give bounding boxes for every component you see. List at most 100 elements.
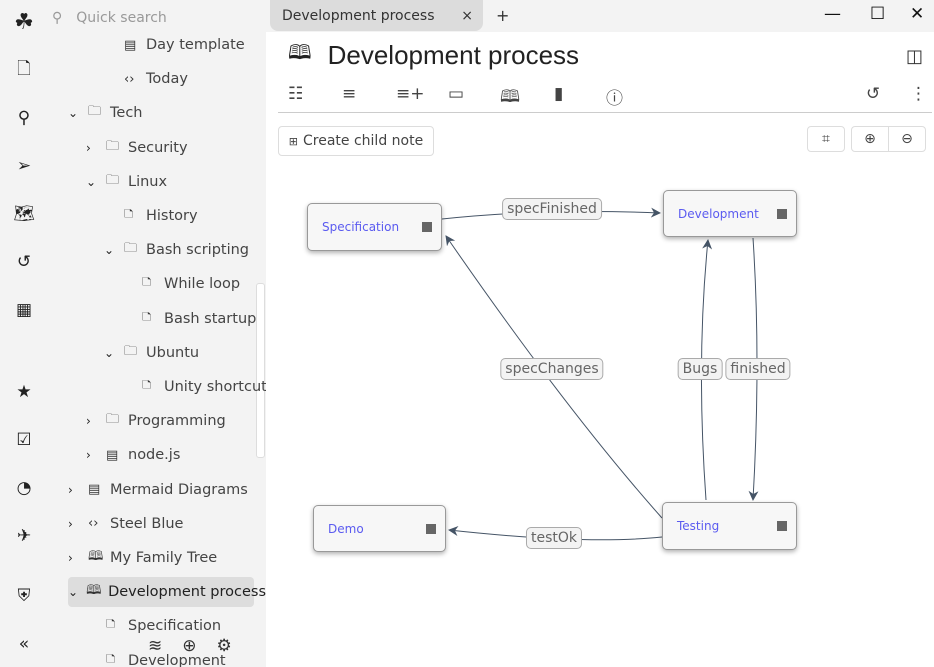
note-icon: 🗅: [106, 617, 116, 633]
map-icon: 🕮: [86, 583, 102, 599]
code-icon: ‹›: [88, 516, 99, 532]
tree-item[interactable]: 🗅Development: [86, 646, 226, 667]
chevron-right-icon[interactable]: ›: [86, 140, 91, 155]
relation-label[interactable]: specChanges: [500, 358, 604, 380]
map-icon[interactable]: 🗺: [13, 204, 35, 224]
chevron-right-icon[interactable]: ›: [86, 448, 91, 463]
dashboard-icon[interactable]: ◔: [16, 478, 32, 498]
tree-item[interactable]: 🗅History: [104, 201, 198, 231]
map-node-demo[interactable]: Demo: [313, 505, 446, 552]
tab-title: Development process: [282, 7, 435, 24]
chevron-right-icon[interactable]: ›: [68, 551, 73, 565]
note-title[interactable]: Development process: [327, 39, 580, 70]
tree-item[interactable]: ›🕮My Family Tree: [68, 543, 217, 573]
search-icon[interactable]: ⚲: [17, 108, 31, 128]
locate-icon[interactable]: ⊕: [182, 636, 197, 656]
add-icon: ⊞: [288, 134, 298, 148]
map-icon: 🕮: [288, 42, 312, 64]
relation-label[interactable]: Bugs: [677, 358, 723, 380]
chevron-right-icon[interactable]: ›: [68, 482, 73, 497]
tree-item[interactable]: ⌄🕮Development process: [68, 577, 266, 608]
tree-item[interactable]: ⌄🗀Bash scripting: [104, 235, 249, 265]
tree-item[interactable]: ⌄🗀Tech: [68, 98, 142, 128]
info-icon[interactable]: ⓘ: [606, 89, 623, 109]
tree-item[interactable]: 🗅Specification: [86, 611, 221, 641]
properties-icon[interactable]: ☷: [288, 84, 304, 104]
note-stack-icon[interactable]: ▭: [448, 84, 465, 104]
map-node-test[interactable]: Testing: [662, 502, 797, 550]
tab-development-process[interactable]: Development process ×: [270, 0, 483, 31]
folder-icon: 🗀: [106, 172, 120, 188]
tree-item[interactable]: 🗅Unity shortcuts: [122, 372, 266, 402]
new-tab-button[interactable]: +: [496, 6, 510, 25]
calendar-star-icon[interactable]: ★: [16, 382, 32, 402]
logo-icon[interactable]: ☘: [14, 9, 34, 35]
tree-item[interactable]: ⌄🗀Ubuntu: [104, 338, 199, 368]
relation-label[interactable]: finished: [725, 358, 791, 380]
calendar-icon[interactable]: ▦: [15, 300, 33, 320]
node-title: Development: [678, 206, 759, 221]
relation-label[interactable]: testOk: [525, 527, 583, 549]
new-note-icon[interactable]: 🗋: [17, 58, 31, 79]
chevron-right-icon[interactable]: ›: [86, 414, 91, 429]
send-icon[interactable]: ➢: [16, 156, 32, 176]
tab-bar: Development process × + — ☐ ✕: [266, 0, 934, 32]
crop-icon: ⌗: [822, 131, 830, 147]
connect-handle[interactable]: [777, 208, 787, 219]
chevron-right-icon[interactable]: ›: [68, 516, 73, 531]
code-icon: ‹›: [124, 71, 135, 87]
tree-item[interactable]: ›🗀Programming: [86, 406, 226, 436]
tree-item[interactable]: ‹› Today: [104, 64, 188, 94]
quick-search[interactable]: ⚲ Quick search: [52, 10, 167, 26]
tree-item[interactable]: 🗅Bash startup: [122, 304, 256, 334]
chevron-down-icon[interactable]: ⌄: [104, 345, 115, 360]
reset-pan-zoom-button[interactable]: ⌗: [807, 126, 845, 152]
collapse-icon[interactable]: «: [18, 634, 30, 654]
tree-item[interactable]: ›▤node.js: [86, 440, 180, 470]
tree-item[interactable]: 🗅While loop: [122, 269, 240, 299]
tree-item[interactable]: ›▤Mermaid Diagrams: [68, 475, 248, 505]
maximize-button[interactable]: ☐: [870, 4, 886, 24]
minimize-button[interactable]: —: [824, 4, 841, 24]
toggle-right-pane-icon[interactable]: ◫: [906, 46, 924, 67]
add-list-icon[interactable]: ≡+: [396, 84, 425, 104]
tree-scrollbar[interactable]: [256, 283, 265, 458]
relation-label[interactable]: specFinished: [502, 198, 602, 220]
tree-item[interactable]: ›‹›Steel Blue: [68, 509, 183, 539]
map-icon[interactable]: 🕮: [500, 87, 521, 107]
connect-handle[interactable]: [426, 523, 436, 534]
tree-item-label: Bash scripting: [146, 242, 250, 259]
chevron-down-icon[interactable]: ⌄: [86, 174, 97, 189]
tree-item[interactable]: ›🗀Security: [86, 133, 188, 163]
connect-handle[interactable]: [422, 222, 432, 232]
history-icon[interactable]: ↺: [866, 84, 881, 104]
more-menu-icon[interactable]: ⋮: [910, 84, 927, 104]
zoom-in-button[interactable]: ⊕: [851, 126, 889, 152]
folder-icon: 🗀: [124, 343, 138, 359]
chevron-down-icon[interactable]: ⌄: [68, 585, 79, 600]
stats-icon[interactable]: ▮: [554, 84, 564, 104]
quick-search-input[interactable]: Quick search: [76, 10, 167, 26]
tree-item[interactable]: ⌄🗀Linux: [86, 167, 167, 197]
layers-icon[interactable]: ≋: [148, 636, 163, 656]
relation-specChanges[interactable]: [445, 235, 663, 519]
create-child-note-button[interactable]: ⊞Create child note: [278, 126, 434, 156]
map-node-spec[interactable]: Specification: [307, 203, 442, 251]
checklist-icon[interactable]: ≡: [342, 84, 357, 104]
clipboard-check-icon[interactable]: ☑: [16, 430, 32, 450]
close-window-button[interactable]: ✕: [910, 4, 925, 24]
tree-item[interactable]: ▤Day template: [104, 30, 245, 60]
chevron-down-icon[interactable]: ⌄: [68, 106, 79, 121]
tree-item-label: Mermaid Diagrams: [110, 481, 248, 498]
zoom-out-button[interactable]: ⊖: [888, 126, 926, 152]
map-node-dev[interactable]: Development: [663, 190, 797, 237]
settings-icon[interactable]: ⚙: [216, 636, 232, 656]
history-icon[interactable]: ↺: [16, 252, 32, 272]
close-tab-icon[interactable]: ×: [461, 7, 473, 24]
plane-icon[interactable]: ✈: [16, 526, 32, 546]
shield-icon[interactable]: ⛨: [17, 586, 31, 606]
chevron-down-icon[interactable]: ⌄: [104, 243, 115, 258]
connect-handle[interactable]: [777, 521, 787, 531]
tree-item-label: Today: [146, 71, 188, 88]
